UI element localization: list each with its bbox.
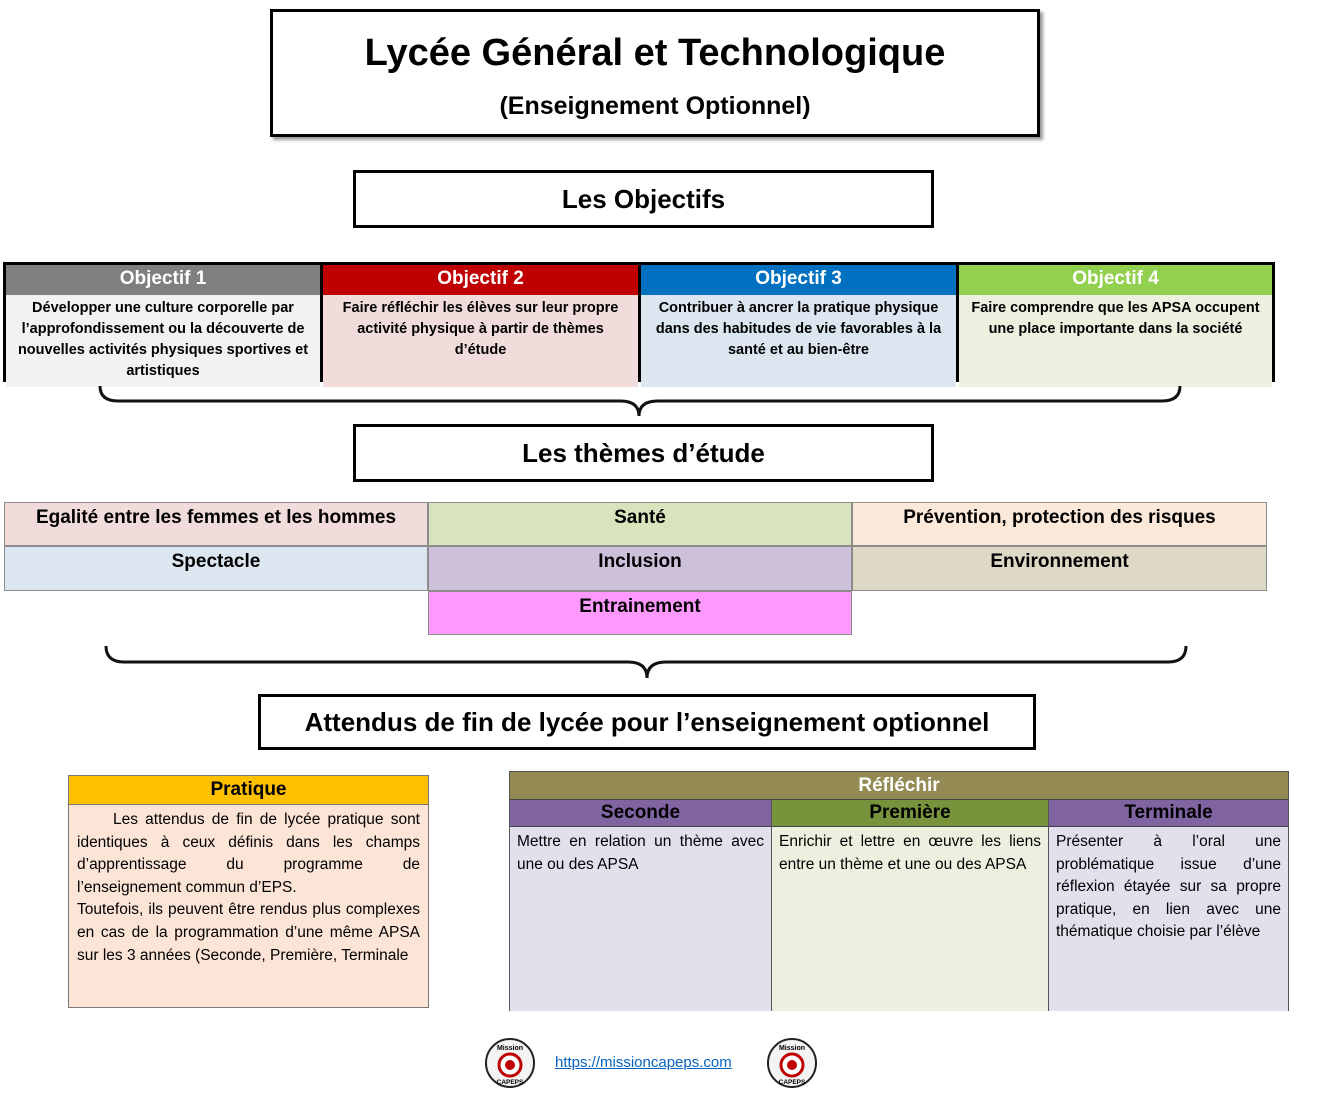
reflechir-col-seconde: Seconde Mettre en relation un thème avec…	[510, 800, 772, 1011]
svg-text:CAPEPS: CAPEPS	[497, 1079, 524, 1086]
objective-4: Objectif 4 Faire comprendre que les APSA…	[956, 262, 1275, 387]
pratique-text: Les attendus de fin de lycée pratique so…	[69, 805, 428, 972]
section-objectifs-label: Les Objectifs	[561, 183, 726, 214]
reflechir-col-premiere-text: Enrichir et lettre en œuvre les liens en…	[779, 833, 1041, 873]
title-box: Lycée Général et Technologique (Enseigne…	[270, 9, 1040, 137]
brace-objectifs	[98, 385, 1182, 417]
reflechir-box: Réfléchir Seconde Mettre en relation un …	[509, 771, 1289, 1011]
page-subtitle: (Enseignement Optionnel)	[499, 92, 811, 120]
target-icon: Mission CAPEPS	[497, 1045, 524, 1086]
section-themes-label: Les thèmes d’étude	[522, 437, 765, 468]
pratique-line-2: Toutefois, ils peuvent être rendus plus …	[77, 901, 420, 964]
section-attendus-label: Attendus de fin de lycée pour l’enseigne…	[304, 706, 990, 737]
reflechir-columns: Seconde Mettre en relation un thème avec…	[510, 800, 1288, 1011]
theme-spectacle: Spectacle	[4, 546, 428, 591]
reflechir-col-seconde-title: Seconde	[510, 800, 771, 827]
objective-1-title: Objectif 1	[6, 265, 320, 295]
theme-environnement: Environnement	[852, 546, 1267, 591]
objective-3-title: Objectif 3	[641, 265, 956, 295]
objective-1-text: Développer une culture corporelle par l’…	[6, 295, 320, 387]
pratique-box: Pratique Les attendus de fin de lycée pr…	[68, 775, 429, 1008]
objective-4-title: Objectif 4	[959, 265, 1272, 295]
svg-text:Mission: Mission	[779, 1045, 805, 1052]
section-attendus: Attendus de fin de lycée pour l’enseigne…	[258, 694, 1036, 750]
reflechir-col-terminale-text: Présenter à l’oral une problématique iss…	[1056, 833, 1281, 941]
reflechir-col-seconde-text: Mettre en relation un thème avec une ou …	[517, 833, 764, 873]
objective-2-text: Faire réfléchir les élèves sur leur prop…	[323, 295, 638, 387]
theme-sante: Santé	[428, 502, 852, 546]
objective-2: Objectif 2 Faire réfléchir les élèves su…	[320, 262, 641, 387]
pratique-title: Pratique	[69, 776, 428, 805]
objective-3-text: Contribuer à ancrer la pratique physique…	[641, 295, 956, 387]
theme-egalite: Egalité entre les femmes et les hommes	[4, 502, 428, 546]
theme-prevention: Prévention, protection des risques	[852, 502, 1267, 546]
page-title: Lycée Général et Technologique	[364, 32, 946, 74]
mission-capeps-logo-right: Mission CAPEPS	[767, 1038, 817, 1088]
objective-3: Objectif 3 Contribuer à ancrer la pratiq…	[638, 262, 959, 387]
objective-2-title: Objectif 2	[323, 265, 638, 295]
reflechir-col-premiere-title: Première	[772, 800, 1048, 827]
brace-themes	[104, 645, 1188, 679]
objective-4-text: Faire comprendre que les APSA occupent u…	[959, 295, 1272, 387]
reflechir-col-terminale: Terminale Présenter à l’oral une problém…	[1049, 800, 1288, 1011]
svg-text:CAPEPS: CAPEPS	[779, 1079, 806, 1086]
target-icon: Mission CAPEPS	[779, 1045, 806, 1086]
reflechir-col-terminale-title: Terminale	[1049, 800, 1288, 827]
theme-inclusion: Inclusion	[428, 546, 852, 591]
svg-text:Mission: Mission	[497, 1045, 523, 1052]
mission-capeps-logo-left: Mission CAPEPS	[485, 1038, 535, 1088]
reflechir-title: Réfléchir	[510, 772, 1288, 800]
section-objectifs: Les Objectifs	[353, 170, 934, 228]
section-themes: Les thèmes d’étude	[353, 424, 934, 482]
website-link[interactable]: https://missioncapeps.com	[555, 1054, 732, 1071]
theme-entrainement: Entrainement	[428, 591, 852, 635]
pratique-line-1: Les attendus de fin de lycée pratique so…	[77, 811, 420, 896]
objective-1: Objectif 1 Développer une culture corpor…	[3, 262, 323, 387]
reflechir-col-premiere: Première Enrichir et lettre en œuvre les…	[772, 800, 1049, 1011]
